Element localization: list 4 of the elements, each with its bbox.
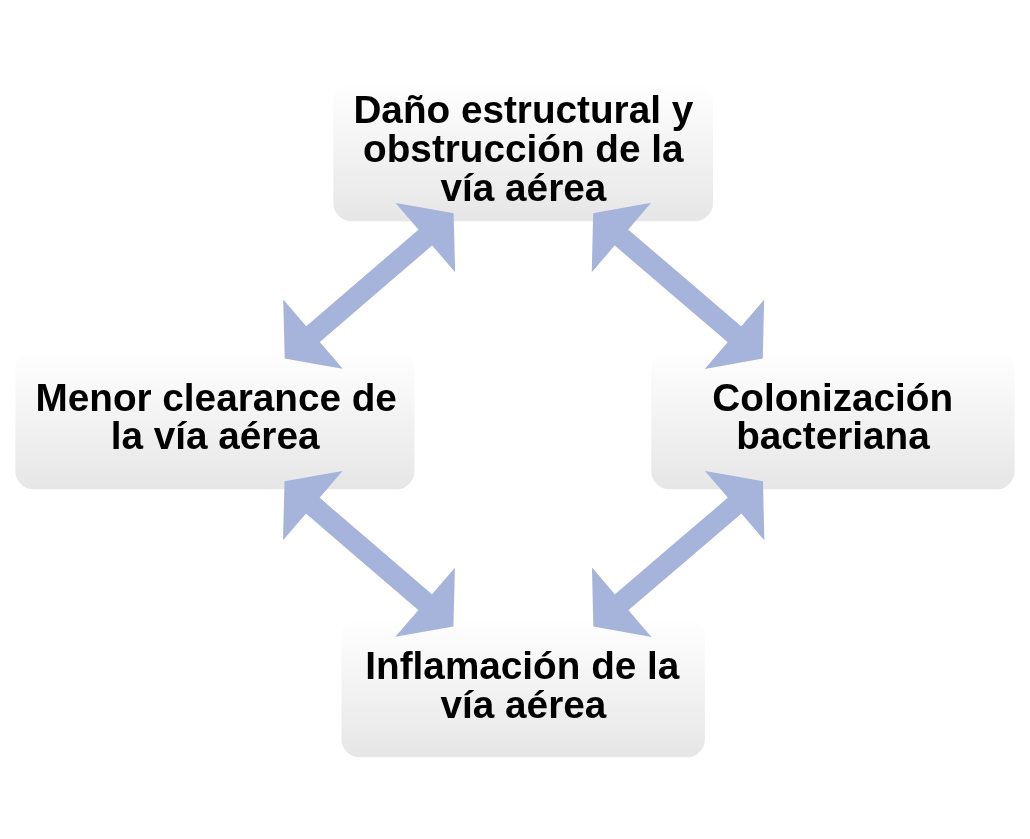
- arrow: [283, 470, 455, 637]
- arrow: [283, 202, 456, 369]
- arrow: [591, 202, 765, 369]
- arrow: [591, 470, 765, 637]
